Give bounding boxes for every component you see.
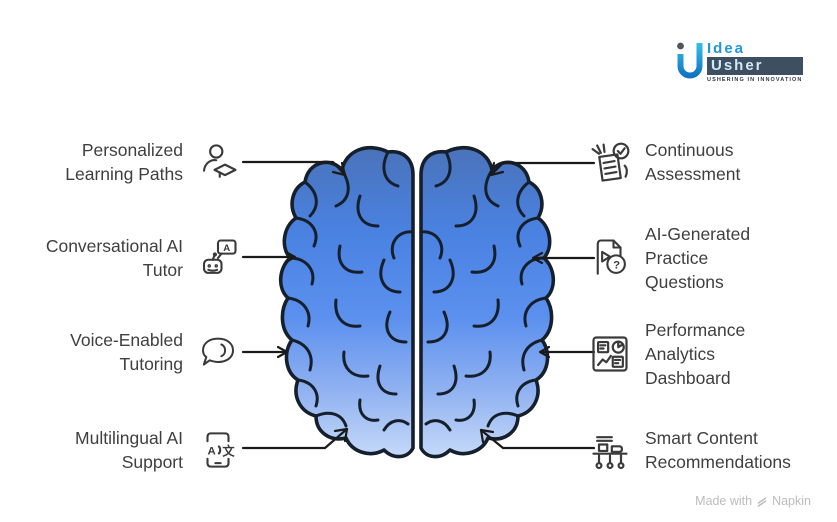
- label-line: Support: [121, 452, 183, 472]
- svg-text:A: A: [208, 445, 216, 457]
- svg-text:?: ?: [613, 260, 620, 272]
- label-line: Tutor: [142, 260, 183, 280]
- label-line: Smart Content: [645, 428, 758, 448]
- label-line: Performance: [645, 320, 746, 340]
- phone-translate-icon: A 文: [196, 426, 240, 474]
- feature-label: Voice-Enabled Tutoring: [14, 328, 183, 376]
- connector-arrows: [241, 160, 596, 450]
- feature-label: Personalized Learning Paths: [14, 138, 183, 186]
- feature-label: Continuous Assessment: [645, 138, 837, 186]
- feature-ai-generated-practice-questions: ? AI-Generated Practice Questions: [588, 222, 837, 294]
- label-line: Analytics: [645, 344, 716, 364]
- label-line: Practice: [645, 248, 709, 268]
- feature-label: Multilingual AI Support: [14, 426, 183, 474]
- label-line: Learning Paths: [65, 164, 183, 184]
- idea-usher-logo: Idea Usher USHERING IN INNOVATION: [674, 40, 803, 84]
- feature-label: Smart Content Recommendations: [645, 426, 837, 474]
- svg-text:文: 文: [222, 443, 235, 458]
- logo-word-idea: Idea: [707, 40, 746, 57]
- label-line: Dashboard: [645, 368, 731, 388]
- feature-voice-enabled-tutoring: Voice-Enabled Tutoring: [14, 324, 240, 380]
- feature-performance-analytics-dashboard: Performance Analytics Dashboard: [588, 318, 837, 390]
- analytics-dashboard-icon: [588, 330, 632, 378]
- label-line: Multilingual AI: [75, 428, 183, 448]
- feature-personalized-learning-paths: Personalized Learning Paths: [14, 134, 240, 190]
- label-line: Voice-Enabled: [70, 330, 183, 350]
- feature-label: AI-Generated Practice Questions: [645, 222, 837, 294]
- logo-text: Idea Usher USHERING IN INNOVATION: [707, 40, 803, 83]
- speech-bubble-icon: [196, 328, 240, 376]
- label-line: Personalized: [81, 140, 183, 160]
- label-line: Recommendations: [645, 452, 791, 472]
- brain-right-hemisphere: [419, 145, 556, 459]
- student-graduation-icon: [196, 138, 240, 186]
- feature-label: Conversational AI Tutor: [14, 234, 183, 282]
- idea-usher-monogram-icon: [677, 42, 703, 79]
- brain-left-hemisphere: [278, 145, 415, 459]
- made-with-napkin-credit[interactable]: Made with Napkin: [695, 494, 811, 508]
- assessment-checkmark-icon: [588, 138, 632, 186]
- feature-multilingual-ai-support: Multilingual AI Support A 文: [14, 422, 240, 478]
- document-question-icon: ?: [588, 234, 632, 282]
- content-conveyor-icon: [588, 426, 632, 474]
- feature-smart-content-recommendations: Smart Content Recommendations: [588, 422, 837, 478]
- label-line: Continuous: [645, 140, 734, 160]
- label-line: AI-Generated: [645, 224, 751, 244]
- robot-chat-icon: A: [196, 234, 240, 282]
- logo-tagline: USHERING IN INNOVATION: [707, 77, 803, 83]
- napkin-logo-icon: [757, 496, 767, 507]
- svg-text:A: A: [223, 243, 230, 254]
- label-line: Conversational AI: [45, 236, 183, 256]
- label-line: Assessment: [645, 164, 741, 184]
- credit-brand: Napkin: [772, 494, 811, 508]
- label-line: Tutoring: [119, 354, 183, 374]
- logo-word-usher: Usher: [707, 57, 803, 75]
- credit-text: Made with: [695, 494, 753, 508]
- label-line: Questions: [645, 272, 724, 292]
- feature-conversational-ai-tutor: Conversational AI Tutor A: [14, 230, 240, 286]
- feature-continuous-assessment: Continuous Assessment: [588, 134, 837, 190]
- feature-label: Performance Analytics Dashboard: [645, 318, 837, 390]
